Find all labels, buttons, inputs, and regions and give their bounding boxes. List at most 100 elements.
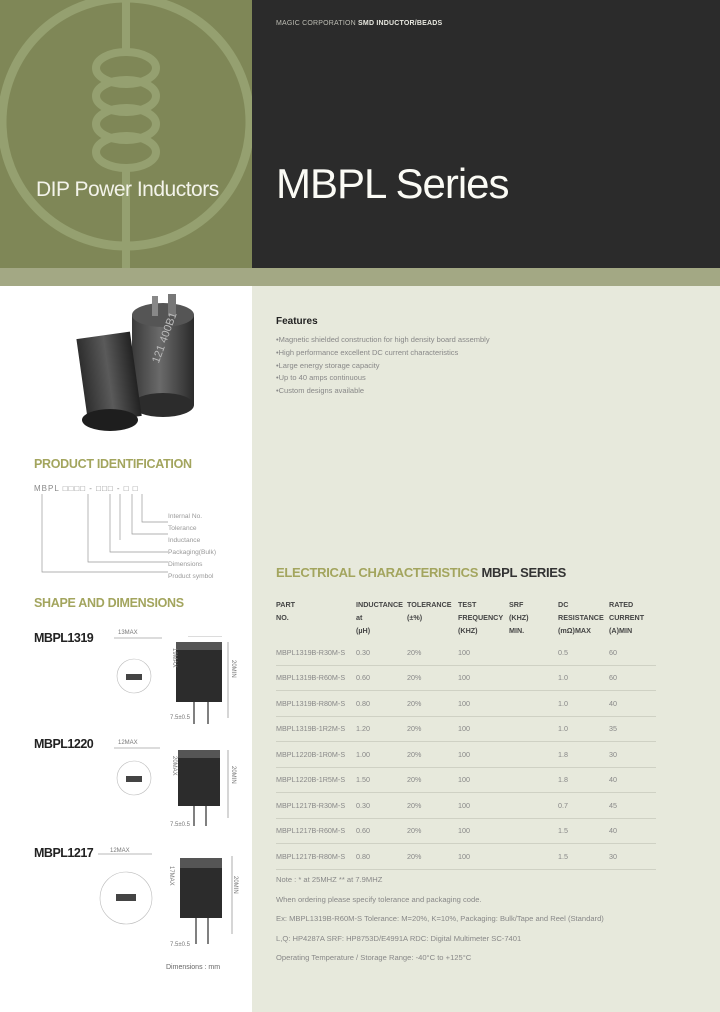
table-cell (509, 818, 558, 844)
table-cell: 1.8 (558, 741, 609, 768)
note-line: Note : * at 25MHZ ** at 7.9MHZ (276, 875, 383, 884)
table-cell: 1.0 (558, 716, 609, 742)
features-list: Magnetic shielded construction for high … (276, 334, 490, 398)
table-cell: 0.80 (356, 843, 407, 870)
table-cell: MBPL1217B-R80M-S (276, 843, 356, 870)
table-cell (509, 792, 558, 819)
pitch-dimension: 7.5±0.5 (170, 822, 190, 828)
table-cell: 100 (458, 690, 509, 717)
model-name: MBPL1217 (34, 846, 94, 860)
pitch-dimension: 7.5±0.5 (170, 942, 190, 948)
table-cell: MBPL1220B-1R0M-S (276, 741, 356, 768)
height-dimension: 19MAX (171, 648, 177, 668)
table-cell: 20% (407, 716, 458, 742)
mbpl1220-drawing (114, 747, 229, 826)
category-title: DIP Power Inductors (36, 178, 219, 201)
table-cell: 100 (458, 640, 509, 666)
table-cell: 0.60 (356, 665, 407, 691)
table-cell: 1.5 (558, 818, 609, 844)
pitch-dimension: 7.5±0.5 (170, 715, 190, 721)
electrical-heading: ELECTRICAL CHARACTERISTICS MBPL SERIES (276, 565, 567, 580)
mbpl1217-drawing (98, 853, 233, 944)
series-title: MBPL Series (276, 160, 510, 207)
table-cell: 20% (407, 767, 458, 793)
note-line: When ordering please specify tolerance a… (276, 894, 482, 904)
table-cell: 40 (609, 818, 656, 844)
height-dimension: 17MAX (168, 866, 174, 886)
table-cell: 40 (609, 690, 656, 717)
table-cell (509, 741, 558, 768)
table-cell: 20% (407, 792, 458, 819)
pid-label: Dimensions (168, 561, 203, 568)
table-cell: 20% (407, 690, 458, 717)
pid-label: Packaging(Bulk) (168, 549, 217, 556)
product-id-code: MBPL □□□□ - □□□ - □ □ (34, 484, 139, 493)
shape-dimensions-heading: SHAPE AND DIMENSIONS (34, 596, 184, 610)
note-line: L,Q: HP4287A SRF: HP8753D/E4991A RDC: Di… (276, 933, 522, 943)
height-dimension: 20MAX (171, 756, 177, 776)
table-cell: 100 (458, 792, 509, 819)
table-cell: 60 (609, 640, 656, 666)
feature-item: High performance excellent DC current ch… (276, 347, 490, 360)
header-logo-panel (0, 0, 252, 268)
model-name: MBPL1220 (34, 737, 94, 751)
table-cell: 45 (609, 792, 656, 819)
table-cell: 100 (458, 767, 509, 793)
lead-dimension: 20MIN (230, 660, 236, 678)
feature-item: Large energy storage capacity (276, 360, 490, 373)
features-heading: Features (276, 316, 318, 327)
table-cell: 0.7 (558, 792, 609, 819)
table-cell (509, 843, 558, 870)
table-cell: 0.5 (558, 640, 609, 666)
table-cell: MBPL1220B-1R5M-S (276, 767, 356, 793)
table-cell: 1.50 (356, 767, 407, 793)
table-cell: 100 (458, 843, 509, 870)
feature-item: Up to 40 amps continuous (276, 372, 490, 385)
table-cell (509, 767, 558, 793)
feature-item: Magnetic shielded construction for high … (276, 334, 490, 347)
table-cell (509, 716, 558, 742)
table-cell: 0.30 (356, 640, 407, 666)
table-cell: 20% (407, 741, 458, 768)
lead-dimension: 20MIN (230, 766, 236, 784)
table-cell: MBPL1217B-R60M-S (276, 818, 356, 844)
table-cell: 40 (609, 767, 656, 793)
col-header: SRF(KHZ)MIN. (509, 600, 529, 635)
table-cell: 100 (458, 818, 509, 844)
pid-label: Tolerance (168, 525, 197, 532)
table-cell: 20% (407, 640, 458, 666)
product-id-heading: PRODUCT IDENTIFICATION (34, 457, 192, 471)
col-header: TOLERANCE(±%) (407, 600, 452, 622)
table-cell: 1.20 (356, 716, 407, 742)
table-cell (509, 665, 558, 691)
table-cell: MBPL1319B-R30M-S (276, 640, 356, 666)
table-cell (509, 690, 558, 717)
table-cell: 20% (407, 818, 458, 844)
table-cell: 20% (407, 843, 458, 870)
model-name: MBPL1319 (34, 631, 94, 645)
table-cell: 100 (458, 741, 509, 768)
table-cell: 20% (407, 665, 458, 691)
coil-logo-icon (0, 0, 252, 268)
width-dimension: 13MAX (118, 630, 138, 636)
table-cell: 100 (458, 716, 509, 742)
feature-item: Custom designs available (276, 385, 490, 398)
table-cell: MBPL1319B-1R2M-S (276, 716, 356, 742)
table-cell: MBPL1319B-R60M-S (276, 665, 356, 691)
mbpl1319-drawing (114, 636, 229, 724)
table-cell: 60 (609, 665, 656, 691)
pid-label: Internal No. (168, 513, 203, 520)
